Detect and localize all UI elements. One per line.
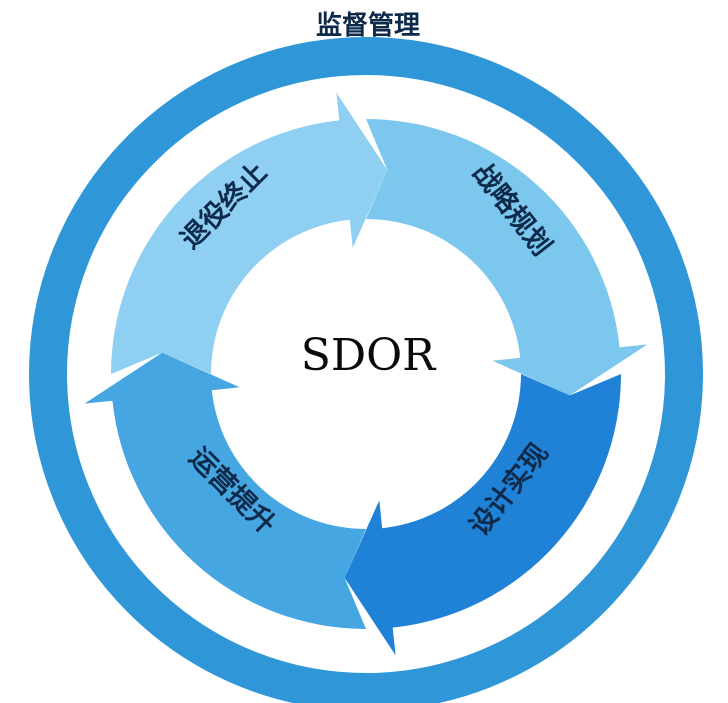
- outer-ring-label: 监督管理: [316, 10, 420, 41]
- outer-ring: [29, 37, 703, 703]
- stage-arrow-retire: [111, 92, 388, 374]
- center-label: SDOR: [301, 330, 437, 381]
- stage-arrow-design: [344, 374, 621, 656]
- stage-arrow-strategy: [366, 119, 648, 396]
- stage-arrow-operation: [84, 352, 366, 629]
